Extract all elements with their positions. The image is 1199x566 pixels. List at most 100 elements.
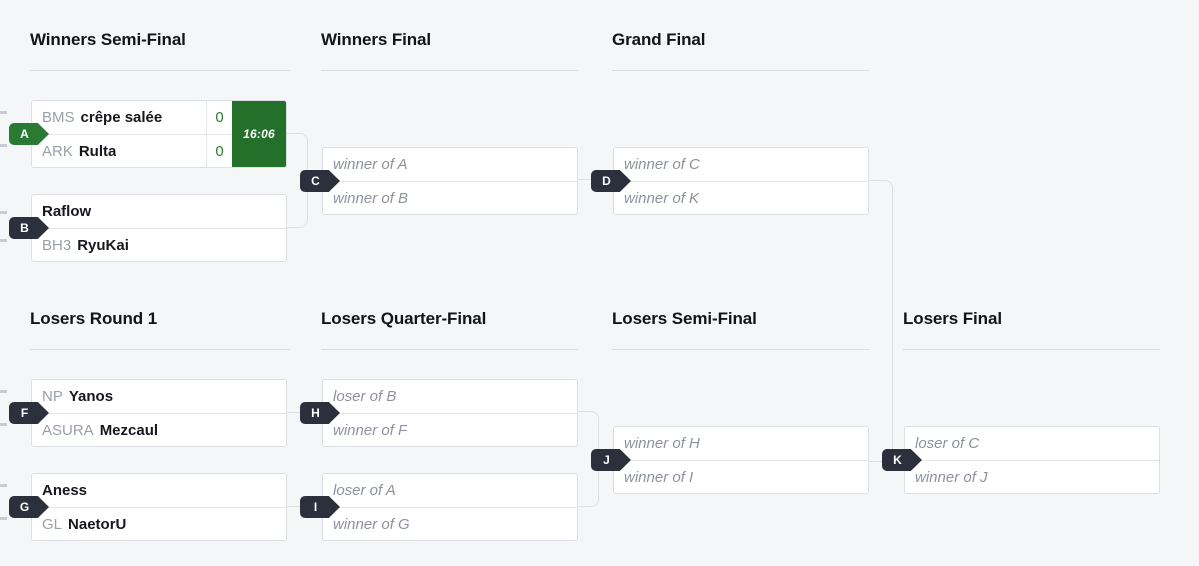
- round-header-losers-final: Losers Final: [903, 309, 1160, 350]
- match-badge-j[interactable]: J: [591, 449, 631, 471]
- match-c[interactable]: winner of A winner of B: [322, 147, 578, 215]
- slot-placeholder: winner of H: [624, 435, 700, 452]
- round-divider: [30, 70, 290, 71]
- slot-placeholder: winner of K: [624, 189, 700, 207]
- match-f-slot-1[interactable]: NP Yanos: [32, 380, 286, 413]
- round-header-losers-semi: Losers Semi-Final: [612, 309, 869, 350]
- match-timer: 16:06: [232, 101, 286, 167]
- match-f-slot-2[interactable]: ASURA Mezcaul: [32, 413, 286, 446]
- match-i-slot-2[interactable]: winner of G: [323, 507, 577, 540]
- match-b-slot-2[interactable]: BH3 RyuKai: [32, 228, 286, 261]
- score-value: 0: [207, 134, 232, 167]
- slot-placeholder: winner of G: [333, 515, 410, 533]
- slot-placeholder: loser of A: [333, 482, 396, 499]
- match-h-slot-1[interactable]: loser of B: [323, 380, 577, 413]
- match-badge-i[interactable]: I: [300, 496, 340, 518]
- round-divider: [612, 349, 869, 350]
- player-name: Rulta: [78, 142, 117, 160]
- team-tag: BH3: [42, 236, 72, 254]
- seed-line-f-bottom: [0, 423, 36, 426]
- team-tag: BMS: [42, 109, 75, 126]
- round-header-losers-round-1: Losers Round 1: [30, 309, 290, 350]
- team-tag: ASURA: [42, 421, 94, 439]
- player-name: Aness: [42, 482, 88, 499]
- seed-line-b-bottom: [0, 239, 36, 242]
- connector-f-to-h: [286, 412, 308, 414]
- player-name: RyuKai: [77, 236, 129, 254]
- match-h-slot-2[interactable]: winner of F: [323, 413, 577, 446]
- round-header-losers-quarter: Losers Quarter-Final: [321, 309, 578, 350]
- player-name: NaetorU: [68, 515, 127, 533]
- team-tag: NP: [42, 388, 63, 405]
- match-a-slots: BMS crêpe salée ARK Rulta: [32, 101, 206, 167]
- player-name: Yanos: [68, 388, 114, 405]
- match-badge-d[interactable]: D: [591, 170, 631, 192]
- connector-k-to-d: [869, 180, 893, 462]
- match-k-slots: loser of C winner of J: [905, 427, 1159, 493]
- match-badge-c[interactable]: C: [300, 170, 340, 192]
- match-badge-g[interactable]: G: [9, 496, 49, 518]
- match-a-scores: 0 0: [206, 101, 232, 167]
- match-d[interactable]: winner of C winner of K: [613, 147, 869, 215]
- match-k[interactable]: loser of C winner of J: [904, 426, 1160, 494]
- match-badge-b[interactable]: B: [9, 217, 49, 239]
- connector-b-to-c: [286, 184, 308, 228]
- match-g[interactable]: Aness GL NaetorU: [31, 473, 287, 541]
- seed-line-f-top: [0, 390, 36, 393]
- match-a[interactable]: BMS crêpe salée ARK Rulta 0 0 16:06: [31, 100, 287, 168]
- match-j[interactable]: winner of H winner of I: [613, 426, 869, 494]
- match-d-slot-2[interactable]: winner of K: [614, 181, 868, 214]
- slot-placeholder: winner of C: [624, 156, 700, 173]
- match-j-slots: winner of H winner of I: [614, 427, 868, 493]
- slot-placeholder: loser of B: [333, 388, 397, 405]
- match-badge-k[interactable]: K: [882, 449, 922, 471]
- player-name: Mezcaul: [99, 421, 159, 439]
- match-a-slot-1[interactable]: BMS crêpe salée: [32, 101, 206, 134]
- round-title: Winners Semi-Final: [30, 30, 186, 49]
- round-title: Grand Final: [612, 30, 706, 49]
- round-divider: [612, 70, 869, 71]
- match-c-slot-1[interactable]: winner of A: [323, 148, 577, 181]
- round-divider: [321, 70, 578, 71]
- round-header-grand-final: Grand Final: [612, 30, 869, 71]
- player-name: Raflow: [42, 203, 92, 220]
- match-i-slot-1[interactable]: loser of A: [323, 474, 577, 507]
- round-header-winners-semi: Winners Semi-Final: [30, 30, 290, 71]
- slot-placeholder: loser of C: [915, 435, 980, 452]
- match-h[interactable]: loser of B winner of F: [322, 379, 578, 447]
- match-badge-a[interactable]: A: [9, 123, 49, 145]
- match-badge-f[interactable]: F: [9, 402, 49, 424]
- seed-line-a-bottom: [0, 144, 36, 147]
- team-tag: GL: [42, 515, 63, 533]
- round-title: Losers Semi-Final: [612, 309, 757, 328]
- match-k-slot-1[interactable]: loser of C: [905, 427, 1159, 460]
- match-a-slot-2[interactable]: ARK Rulta: [32, 134, 206, 167]
- round-title: Losers Quarter-Final: [321, 309, 487, 328]
- round-header-winners-final: Winners Final: [321, 30, 578, 71]
- match-i-slots: loser of A winner of G: [323, 474, 577, 540]
- match-j-slot-2[interactable]: winner of I: [614, 460, 868, 493]
- match-j-slot-1[interactable]: winner of H: [614, 427, 868, 460]
- match-f[interactable]: NP Yanos ASURA Mezcaul: [31, 379, 287, 447]
- round-title: Losers Round 1: [30, 309, 158, 328]
- seed-line-g-bottom: [0, 517, 36, 520]
- match-d-slots: winner of C winner of K: [614, 148, 868, 214]
- match-badge-h[interactable]: H: [300, 402, 340, 424]
- match-i[interactable]: loser of A winner of G: [322, 473, 578, 541]
- match-c-slot-2[interactable]: winner of B: [323, 181, 577, 214]
- match-d-slot-1[interactable]: winner of C: [614, 148, 868, 181]
- match-c-slots: winner of A winner of B: [323, 148, 577, 214]
- match-b-slot-1[interactable]: Raflow: [32, 195, 286, 228]
- connector-i-to-j: [577, 462, 599, 507]
- round-divider: [321, 349, 578, 350]
- player-name: crêpe salée: [80, 109, 163, 126]
- match-b[interactable]: Raflow BH3 RyuKai: [31, 194, 287, 262]
- slot-placeholder: winner of A: [333, 156, 408, 173]
- match-g-slot-2[interactable]: GL NaetorU: [32, 507, 286, 540]
- match-k-slot-2[interactable]: winner of J: [905, 460, 1159, 493]
- connector-g-to-i: [286, 506, 308, 508]
- round-title: Winners Final: [321, 30, 432, 49]
- score-value: 0: [215, 109, 224, 126]
- match-g-slot-1[interactable]: Aness: [32, 474, 286, 507]
